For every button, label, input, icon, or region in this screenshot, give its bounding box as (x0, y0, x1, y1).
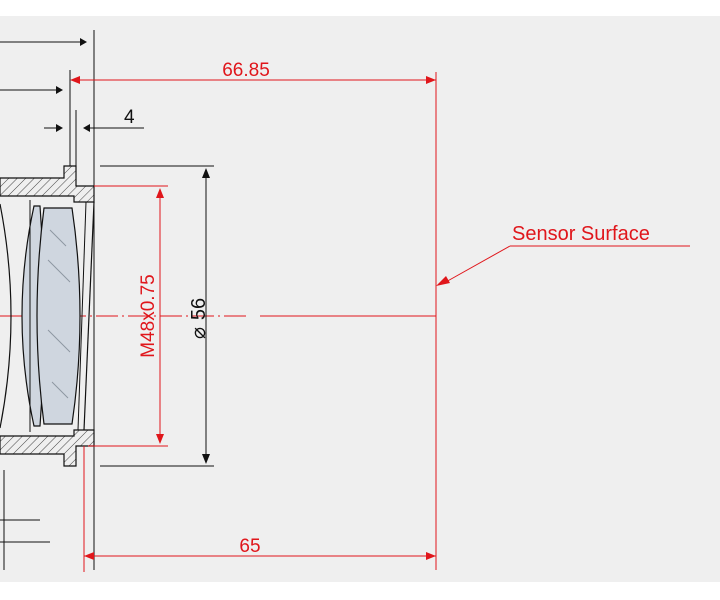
black-dimension-lines (0, 30, 144, 570)
sensor-surface-leader (436, 245, 690, 286)
step-width-label: 4 (124, 107, 135, 128)
diameter-symbol: ⌀ (188, 327, 210, 339)
lens-housing (0, 165, 96, 467)
total-length-label: 66.85 (222, 60, 270, 81)
outer-diameter-label: ⌀ 56 (188, 298, 210, 339)
diameter-value: 56 (188, 298, 210, 320)
flange-length-dimension (83, 446, 436, 572)
outer-diameter-dimension (100, 165, 214, 467)
flange-length-label: 65 (239, 536, 260, 557)
drawing-sheet (0, 16, 720, 582)
total-length-dimension (70, 72, 437, 570)
thread-spec-label: M48x0.75 (138, 274, 159, 357)
thread-dimension (88, 185, 168, 447)
sensor-surface-label: Sensor Surface (512, 223, 650, 245)
lens-elements (0, 200, 81, 432)
